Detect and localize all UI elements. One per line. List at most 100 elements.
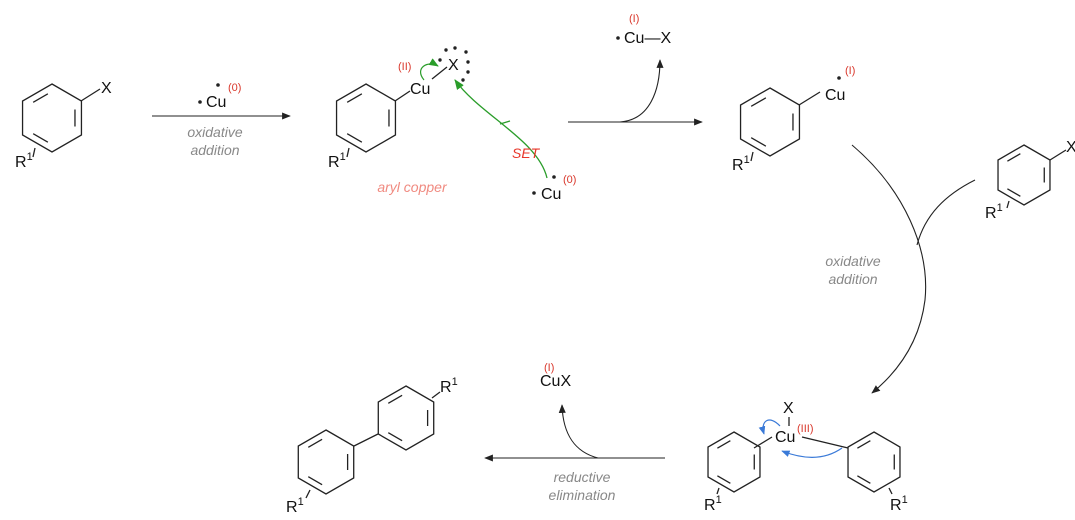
r-bond xyxy=(32,147,36,158)
copper-atom: Cu xyxy=(775,429,795,446)
r1-substituent: R1 xyxy=(15,151,33,171)
aryl-halide-start: X R1 xyxy=(15,80,112,171)
ring-double-bond xyxy=(307,476,323,486)
radical-dot-icon xyxy=(552,175,556,179)
radical-dot-icon xyxy=(216,83,220,87)
r1-substituent: R1 xyxy=(704,494,722,514)
c-cu-bond xyxy=(394,90,411,102)
ring-outline xyxy=(739,87,801,157)
biaryl-product: R1 R1 xyxy=(286,376,458,516)
set-curved-arrow-icon xyxy=(454,79,548,179)
benzene-ring xyxy=(335,83,397,153)
ring-outline xyxy=(335,83,397,153)
ring-double-bond xyxy=(717,440,731,449)
cu-aryl-bond-left xyxy=(753,436,773,449)
r-bond xyxy=(305,489,311,499)
benzene-ring xyxy=(707,431,761,493)
halide-atom: X xyxy=(1066,139,1075,156)
ring-double-bond xyxy=(32,133,49,143)
r1-substituent: R1 xyxy=(890,494,908,514)
ring-outline xyxy=(377,385,435,451)
copper-zero-reagent: Cu (0) xyxy=(198,82,241,111)
ring-double-bond xyxy=(750,97,767,107)
aryl-aryl-bond xyxy=(353,433,379,447)
halide-atom: X xyxy=(448,57,459,74)
benzene-ring xyxy=(21,83,83,153)
aryl-halide-second: X R1 xyxy=(985,139,1075,222)
oxidation-state-I: (I) xyxy=(544,362,554,374)
oxidation-state-0: (0) xyxy=(563,174,576,186)
oxidative-addition-label-1b: addition xyxy=(190,142,239,158)
benzene-ring xyxy=(297,429,355,495)
halide-atom: X xyxy=(101,80,112,97)
ring-double-bond xyxy=(387,432,403,442)
set-arrow-tick xyxy=(499,120,511,125)
oxidation-state-I: (I) xyxy=(845,65,855,77)
copper-atom: Cu xyxy=(541,186,561,203)
ring-double-bond xyxy=(857,475,871,484)
halide-atom: X xyxy=(783,400,794,417)
oxidative-addition-label-1: oxidative xyxy=(187,124,242,140)
radical-dot-icon xyxy=(616,36,620,40)
cux-byproduct: CuX (I) xyxy=(540,362,571,390)
reductive-elimination-label: reductive xyxy=(554,469,611,485)
ring-double-bond xyxy=(717,475,731,484)
oxidative-addition-label-2b: addition xyxy=(828,271,877,287)
benzene-ring xyxy=(377,385,435,451)
r1-substituent: R1 xyxy=(440,376,458,396)
blue-curved-arrow-icon xyxy=(781,447,843,459)
set-label: SET xyxy=(512,145,541,161)
benzene-ring xyxy=(997,144,1051,206)
ring-outline xyxy=(21,83,83,153)
ring-outline xyxy=(707,431,761,493)
r1-substituent: R1 xyxy=(286,496,304,516)
copper-atom: Cu xyxy=(206,94,226,111)
single-electron-transfer: SET Cu (0) xyxy=(454,79,576,203)
c-x-bond xyxy=(80,88,101,102)
cu-aryl-bond-right xyxy=(801,436,849,449)
ring-double-bond xyxy=(346,133,363,143)
ring-double-bond xyxy=(1007,188,1021,197)
curved-arrow-icon xyxy=(619,59,664,123)
r-bond xyxy=(888,487,893,495)
copper-halide-byproduct: Cu—X (I) xyxy=(616,13,671,47)
r1-substituent: R1 xyxy=(328,151,346,171)
oxidative-addition-label-2: oxidative xyxy=(825,253,880,269)
oxidation-state-0: (0) xyxy=(228,82,241,94)
ring-double-bond xyxy=(32,93,49,103)
ring-double-bond xyxy=(346,93,363,103)
curved-arrow-icon xyxy=(916,179,976,246)
c-cu-bond xyxy=(798,91,821,106)
benzene-ring xyxy=(847,431,901,493)
benzene-ring xyxy=(739,87,801,157)
ring-outline xyxy=(847,431,901,493)
curved-arrow-icon xyxy=(851,144,927,394)
r-bond xyxy=(750,151,754,162)
blue-curved-arrow-icon xyxy=(758,419,781,435)
ring-double-bond xyxy=(307,438,323,448)
r-bond xyxy=(716,487,720,495)
ring-double-bond xyxy=(387,394,403,404)
aryl-copper-intermediate: Cu (II) X R1 aryl copper xyxy=(328,46,470,195)
ring-double-bond xyxy=(857,440,871,449)
aryl-copper-label: aryl copper xyxy=(377,179,448,195)
copper-atom: Cu xyxy=(410,81,430,98)
radical-dot-icon xyxy=(837,76,841,80)
oxidation-state-III: (III) xyxy=(797,423,814,435)
radical-dot-icon xyxy=(532,191,536,195)
c-x-bond xyxy=(1049,149,1067,161)
cux-species: CuX xyxy=(540,373,571,390)
r-bond xyxy=(431,391,441,399)
cu-x-bond xyxy=(431,66,448,80)
oxidation-state-II: (II) xyxy=(398,61,411,73)
copper-atom: Cu xyxy=(825,87,845,104)
ring-double-bond xyxy=(1007,153,1021,162)
ring-outline xyxy=(297,429,355,495)
r1-substituent: R1 xyxy=(732,154,750,174)
aryl-copper-one: Cu (I) R1 xyxy=(732,65,855,174)
r1-substituent: R1 xyxy=(985,202,1003,222)
oxidation-state-I: (I) xyxy=(629,13,639,25)
reductive-elimination-label-b: elimination xyxy=(549,487,616,503)
r-bond xyxy=(346,147,350,158)
cu-x-species: Cu—X xyxy=(624,30,671,47)
